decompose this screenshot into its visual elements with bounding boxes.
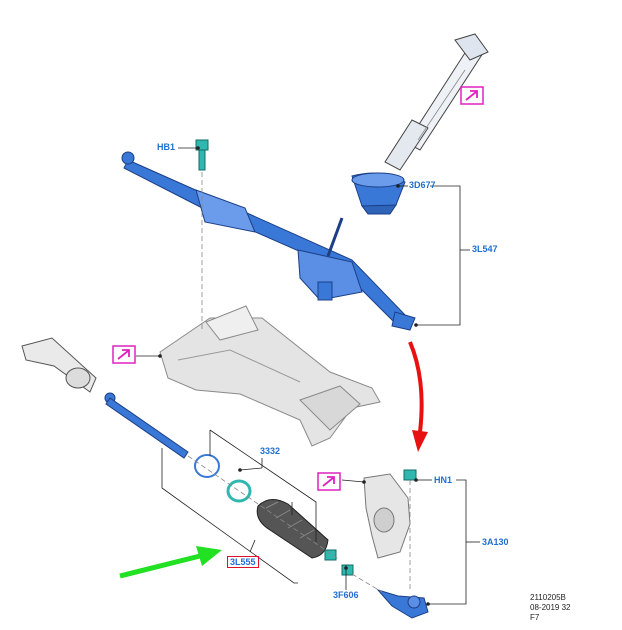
- callout-3l547[interactable]: 3L547: [472, 244, 498, 254]
- alignment-lines: [187, 172, 411, 593]
- figure-date-code: 08-2019 32: [530, 603, 571, 612]
- red-direction-arrow: [408, 341, 428, 452]
- tie-rod-end: [376, 589, 429, 619]
- callout-hb1[interactable]: HB1: [157, 142, 176, 152]
- bolt-hb1: [195, 139, 209, 171]
- inner-tie-rod: [21, 337, 189, 459]
- view-arrow-icon[interactable]: [317, 472, 341, 491]
- view-arrow-icon[interactable]: [112, 345, 136, 364]
- rack-boot: [256, 499, 329, 559]
- callout-3d677[interactable]: 3D677: [409, 180, 436, 190]
- boot-clamps: [194, 454, 252, 503]
- figure-id: 2110205B: [530, 593, 566, 602]
- figure-reference: 2110205B 08-2019 32 F7: [530, 593, 570, 623]
- callout-hn1[interactable]: HN1: [434, 475, 453, 485]
- callout-3f606[interactable]: 3F606: [333, 590, 359, 600]
- figure-variant: F7: [530, 613, 540, 622]
- green-direction-arrow: [119, 546, 222, 579]
- leader-dots: [158, 146, 430, 606]
- leader-lines: [136, 147, 480, 605]
- steering-knuckle: [363, 473, 411, 559]
- steering-rack: [121, 151, 416, 331]
- nut-hn1: [403, 469, 417, 481]
- front-subframe: [159, 305, 381, 447]
- steering-column-boot: [351, 172, 406, 215]
- callout-3l555-highlighted[interactable]: 3L555: [227, 556, 259, 568]
- callout-3a130[interactable]: 3A130: [482, 537, 509, 547]
- callout-3332[interactable]: 3332: [260, 446, 281, 456]
- view-arrow-icon[interactable]: [460, 86, 484, 105]
- lock-nuts: [324, 549, 354, 576]
- steering-column-shaft: [384, 33, 489, 171]
